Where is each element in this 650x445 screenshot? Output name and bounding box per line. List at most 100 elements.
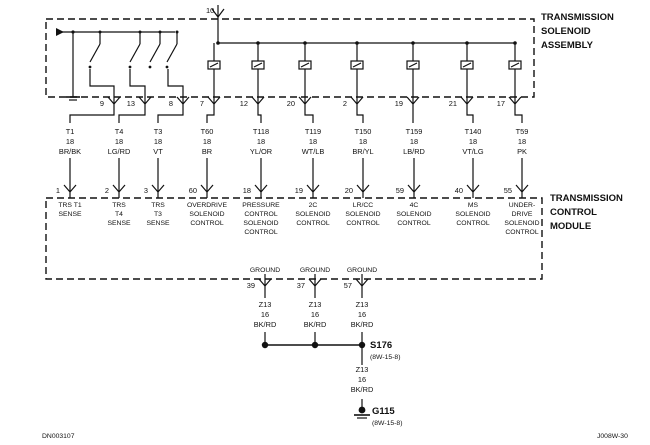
tcm-connector — [254, 184, 268, 193]
tcm-pin-number: 20 — [345, 186, 353, 195]
tcm-connector — [515, 184, 529, 193]
assembly-pin-number: 2 — [343, 99, 347, 108]
ground-connector — [258, 278, 272, 287]
wire-gauge: 18 — [257, 137, 265, 146]
tcm-input-label: CONTROL — [244, 211, 277, 218]
harness-wire-upper — [69, 104, 115, 123]
ground-layer: GROUND39Z1316BK/RDGROUND37Z1316BK/RDGROU… — [247, 267, 378, 345]
tcm-input-label: T4 — [115, 211, 123, 218]
wire-circuit: T59 — [516, 127, 529, 136]
tcm-connector — [112, 184, 126, 193]
wire-color: WT/LB — [302, 147, 325, 156]
wire-gauge: 18 — [469, 137, 477, 146]
tcm-connector — [466, 184, 480, 193]
wire-gauge: 18 — [154, 137, 162, 146]
solenoid-assembly-outline — [45, 18, 535, 98]
tcm-input-label: SOLENOID — [504, 220, 539, 227]
assembly-connector — [298, 96, 312, 105]
ground-connector — [355, 278, 369, 287]
tcm-input-label: DRIVE — [512, 211, 533, 218]
ground-point-dot — [358, 406, 366, 414]
wire-gauge: 18 — [115, 137, 123, 146]
tcm-input-label: SOLENOID — [396, 211, 431, 218]
assembly-connector — [138, 96, 152, 105]
trs-switch — [88, 30, 102, 69]
solenoid-coil — [298, 41, 312, 97]
tcm-input-label: MS — [468, 202, 479, 209]
ground-label: GROUND — [347, 267, 377, 274]
splice-dot — [311, 341, 319, 349]
ground-wire-label-bg — [355, 365, 370, 399]
assembly-connector — [176, 96, 190, 105]
solenoid-coil — [406, 41, 420, 97]
trs-switch-output-wire — [129, 69, 146, 97]
wire-gauge: 18 — [309, 137, 317, 146]
harness-wire-upper — [304, 104, 314, 123]
ground-wire-circuit: Z13 — [259, 300, 272, 309]
ground-wire-gauge: 16 — [311, 310, 319, 319]
wire-circuit: T60 — [201, 127, 214, 136]
tcm-input-label: CONTROL — [456, 220, 489, 227]
assembly-connector — [251, 96, 265, 105]
assembly-pin-number: 9 — [100, 99, 104, 108]
solenoid-assembly-title-line: TRANSMISSION — [541, 12, 614, 23]
tcm-title-line: TRANSMISSION — [550, 193, 623, 204]
tcm-input-label: PRESSURE — [242, 202, 280, 209]
assembly-connector — [460, 96, 474, 105]
ground-wire-circuit: Z13 — [309, 300, 322, 309]
splice-ref: (8W-15-8) — [370, 354, 400, 361]
harness-wire-upper — [206, 104, 215, 123]
assembly-pin-number: 8 — [169, 99, 173, 108]
wire-circuit: T3 — [154, 127, 163, 136]
assembly-pin-number: 13 — [127, 99, 135, 108]
ground-label: GROUND — [300, 267, 330, 274]
tcm-input-label: 2C — [309, 202, 318, 209]
tcm-pin-number: 1 — [56, 186, 60, 195]
solenoid-coil — [251, 41, 265, 97]
tcm-input-label: SOLENOID — [345, 211, 380, 218]
trs-switch-output-wire — [167, 69, 184, 97]
trs-switch-group — [56, 28, 175, 101]
tcm-input-label: CONTROL — [244, 229, 277, 236]
tcm-input-label: SOLENOID — [455, 211, 490, 218]
tcm-connector — [63, 184, 77, 193]
solenoid-coil — [508, 41, 522, 97]
wire-circuit: T150 — [355, 127, 372, 136]
tcm-input-label: TRS T1 — [58, 202, 82, 209]
tcm-input-label: SENSE — [146, 220, 170, 227]
tcm-pin-number: 60 — [189, 186, 197, 195]
supply-pin-number: 10 — [206, 6, 214, 15]
solenoid-assembly-title: TRANSMISSION SOLENOID ASSEMBLY — [541, 12, 614, 51]
tcm-title-line: MODULE — [550, 221, 591, 232]
ground-wire-circuit: Z13 — [356, 300, 369, 309]
wire-gauge: 18 — [66, 137, 74, 146]
tcm-input-label: SOLENOID — [295, 211, 330, 218]
wire-circuit: T1 — [66, 127, 75, 136]
wire-color: PK — [517, 147, 527, 156]
ground-wire-color: BK/RD — [351, 385, 374, 394]
wire-color: LG/RD — [108, 147, 131, 156]
tcm-title: TRANSMISSION CONTROL MODULE — [550, 193, 623, 232]
tcm-pin-number: 40 — [455, 186, 463, 195]
trs-switch — [128, 30, 142, 69]
tcm-input-label: CONTROL — [505, 229, 538, 236]
assembly-connector — [350, 96, 364, 105]
harness-wire-upper — [356, 104, 364, 123]
tcm-pin-number: 2 — [105, 186, 109, 195]
harness-wire-upper — [257, 104, 262, 123]
ground-wire-gauge: 16 — [261, 310, 269, 319]
tcm-input-label: CONTROL — [346, 220, 379, 227]
assembly-pin-number: 19 — [395, 99, 403, 108]
tcm-connector — [151, 184, 165, 193]
ground-wire-gauge: 16 — [358, 375, 366, 384]
